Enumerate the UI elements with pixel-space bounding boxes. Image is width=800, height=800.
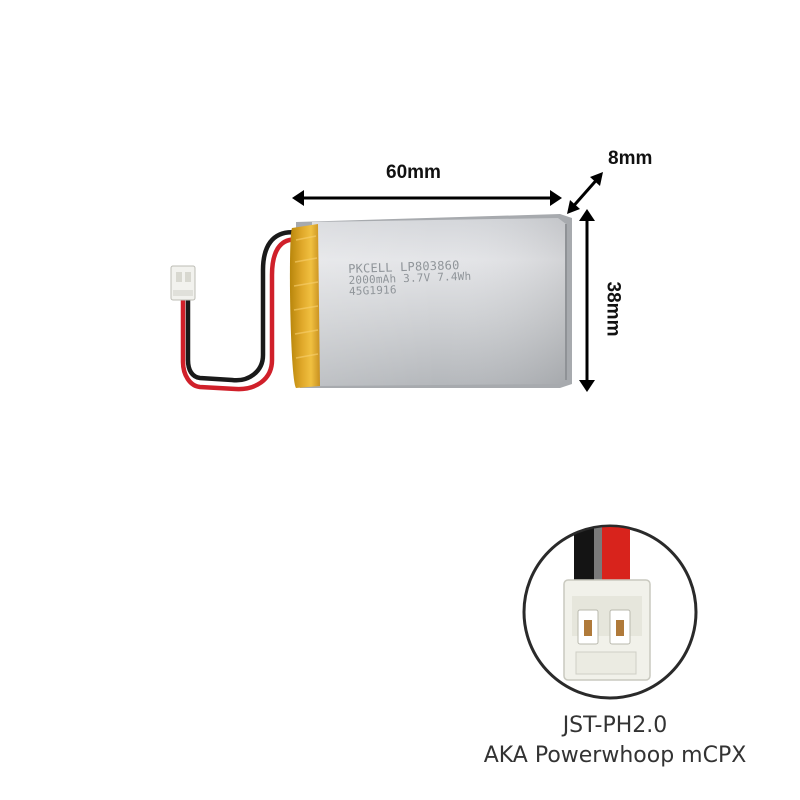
connector-name: JST-PH2.0 [562,713,668,738]
connector-alias: AKA Powerwhoop mCPX [483,743,747,768]
connector-inset [522,524,698,700]
small-connector [170,265,196,301]
width-arrow [579,209,595,392]
battery-label-block: PKCELL LP803860 2000mAh 3.7V 7.4Wh 45G19… [348,258,472,298]
wire-red [180,237,303,392]
length-label: 60mm [386,162,441,183]
width-label: 38mm [602,281,624,337]
battery-illustration [170,172,603,392]
length-arrow [292,190,562,206]
battery-body [289,214,572,388]
thickness-label: 8mm [608,148,653,169]
thickness-arrow [567,172,603,214]
wire-black [185,230,303,383]
